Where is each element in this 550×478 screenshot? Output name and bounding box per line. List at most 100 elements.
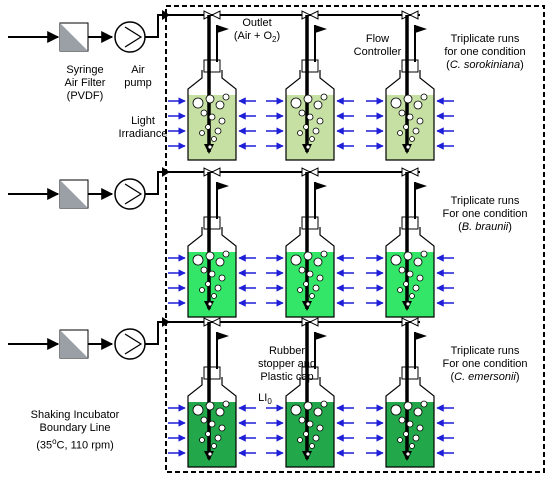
flow-controller-label: Flow Controller	[340, 33, 415, 59]
culture-bottle	[385, 227, 435, 318]
bubble-icon	[397, 130, 403, 136]
bubble-icon	[406, 420, 414, 428]
bubble-icon	[413, 407, 423, 417]
row-2-condition-label: Triplicate runs For one condition (B. br…	[425, 195, 545, 234]
bubble-icon	[405, 301, 411, 307]
bubble-icon	[207, 301, 213, 307]
bubble-icon	[305, 301, 311, 307]
air-pump-line2: pump	[124, 77, 152, 89]
valve-icon	[301, 10, 319, 20]
filter-shade	[60, 23, 88, 51]
culture-bottle	[385, 70, 435, 161]
bubble-icon	[207, 144, 213, 150]
bubble-icon	[199, 287, 205, 293]
row-2-line1: Triplicate runs	[450, 195, 520, 207]
bubble-icon	[298, 109, 306, 117]
light-irradiance-label: Light Irradiance	[108, 115, 178, 141]
bubble-icon	[413, 257, 423, 267]
outlet-flag-icon	[217, 332, 229, 340]
syringe-filter-line2: Air Filter	[64, 77, 106, 89]
bubble-icon	[222, 400, 230, 408]
row-3-condition-label: Triplicate runs For one condition (C. em…	[425, 345, 545, 384]
row-3-line2: For one condition	[442, 358, 528, 370]
bubble-icon	[214, 127, 222, 135]
bubble-icon	[306, 270, 314, 278]
bubble-icon	[200, 109, 208, 117]
valve-icon	[401, 10, 419, 20]
bubble-icon	[306, 113, 314, 121]
bubble-icon	[390, 404, 402, 416]
row-1-condition-label: Triplicate runs for one condition (C. so…	[425, 33, 545, 72]
light-irradiance-line1: Light	[131, 115, 155, 127]
bubble-icon	[215, 407, 225, 417]
bubble-icon	[306, 420, 314, 428]
incubator-boundary	[165, 5, 545, 473]
valve-icon	[401, 167, 419, 177]
bubble-icon	[313, 257, 323, 267]
valve-icon	[203, 167, 221, 177]
bubble-icon	[298, 416, 306, 424]
bubble-icon	[205, 251, 215, 261]
bubble-icon	[297, 287, 303, 293]
pump-chevron	[124, 183, 143, 205]
bubble-icon	[397, 287, 403, 293]
air-pump-line1: Air	[131, 64, 145, 76]
rubber-stopper-line3: Plastic cap	[260, 371, 314, 383]
bubble-icon	[192, 254, 204, 266]
bubble-icon	[320, 250, 328, 258]
rubber-stopper-line2: stopper and	[257, 358, 317, 370]
outlet-label: Outlet (Air + O2)	[222, 17, 292, 46]
bubble-icon	[405, 451, 411, 457]
bubble-icon	[214, 434, 222, 442]
outlet-flag-icon	[315, 25, 327, 33]
bubble-icon	[403, 431, 409, 437]
flow-controller-line1: Flow	[365, 33, 390, 45]
valve-icon	[301, 317, 319, 327]
bubble-icon	[397, 437, 403, 443]
bubble-icon	[406, 270, 414, 278]
bubble-icon	[211, 293, 217, 299]
bubble-icon	[290, 254, 302, 266]
bubble-icon	[205, 281, 211, 287]
bubble-icon	[214, 284, 222, 292]
bubble-icon	[205, 431, 211, 437]
outlet-line2: (Air + O2)	[233, 30, 281, 45]
culture-bottle	[187, 70, 237, 161]
outlet-flag-icon	[415, 25, 427, 33]
bubble-icon	[398, 266, 406, 274]
header-arrow-icon	[162, 167, 170, 177]
bubble-icon	[398, 109, 406, 117]
row-1-species: C. sorokiniana	[449, 59, 521, 71]
bubble-icon	[309, 136, 315, 142]
bubble-icon	[208, 420, 216, 428]
bubble-icon	[215, 100, 225, 110]
outlet-line1: Outlet	[242, 17, 272, 29]
bubble-icon	[222, 93, 230, 101]
liquid-level-label: LI0	[258, 392, 272, 407]
incubator-line3: (35oC, 110 rpm)	[36, 437, 114, 452]
bubble-icon	[305, 144, 311, 150]
bubble-icon	[403, 94, 413, 104]
syringe-filter-line3: (PVDF)	[66, 90, 104, 102]
rubber-stopper-line1: Rubber	[268, 345, 306, 357]
incubator-line1: Shaking Incubator	[30, 409, 120, 421]
bubble-icon	[420, 93, 428, 101]
incubator-line2: Boundary Line	[39, 422, 111, 434]
outlet-flag-icon	[415, 332, 427, 340]
row-2-line2: For one condition	[442, 208, 528, 220]
culture-bottle	[285, 227, 335, 318]
bubble-icon	[208, 270, 216, 278]
bubble-icon	[290, 97, 302, 109]
air-pump-label: Air pump	[118, 64, 158, 90]
bubble-icon	[416, 117, 424, 125]
bubble-icon	[409, 136, 415, 142]
bubble-icon	[313, 100, 323, 110]
bubble-icon	[298, 266, 306, 274]
bubble-icon	[205, 94, 215, 104]
bubble-icon	[205, 124, 211, 130]
bubble-icon	[303, 401, 313, 411]
bubble-icon	[316, 424, 324, 432]
outlet-flag-icon	[315, 182, 327, 190]
culture-bottle	[385, 377, 435, 468]
row-2-species: B. braunii	[461, 221, 509, 233]
